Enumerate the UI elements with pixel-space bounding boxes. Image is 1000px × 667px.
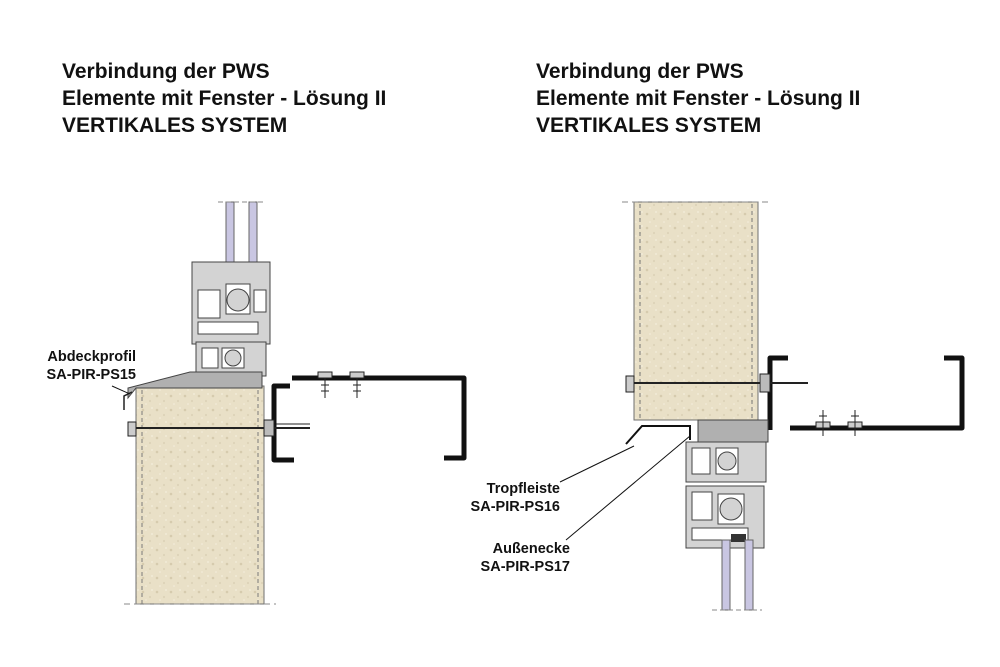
right-outer-corner	[697, 419, 769, 443]
label-abdeckprofil-name: Abdeckprofil	[47, 349, 136, 365]
left-detail	[111, 201, 467, 605]
label-aussenecke-name: Außenecke	[492, 541, 570, 557]
label-tropfleiste-code: SA-PIR-PS16	[470, 499, 560, 515]
title-right-line-3: VERTIKALES SYSTEM	[536, 114, 762, 137]
title-right: Verbindung der PWS Elemente mit Fenster …	[536, 58, 860, 139]
left-steel-c-profile	[271, 375, 467, 463]
right-drip-edge	[625, 425, 691, 445]
right-screw-2	[847, 410, 863, 436]
right-steel-c-profile	[767, 355, 965, 431]
label-aussenecke: Außenecke SA-PIR-PS17	[481, 540, 570, 576]
left-leader-abdeckprofil	[111, 385, 131, 395]
title-right-line-2: Elemente mit Fenster - Lösung II	[536, 87, 861, 110]
label-aussenecke-code: SA-PIR-PS17	[480, 559, 570, 575]
label-abdeckprofil: Abdeckprofil SA-PIR-PS15	[47, 348, 136, 384]
title-left-line-2: Elemente mit Fenster - Lösung II	[62, 87, 387, 110]
right-detail	[559, 201, 965, 611]
left-screw-2	[349, 371, 365, 398]
right-sandwich-panel	[622, 201, 772, 421]
right-screw-1	[815, 410, 831, 436]
right-glass-pane	[712, 534, 762, 611]
label-tropfleiste: Tropfleiste SA-PIR-PS16	[471, 480, 560, 516]
right-leader-aussenecke	[565, 435, 691, 541]
right-window-frame	[685, 441, 767, 549]
title-right-line-1: Verbindung der PWS	[536, 60, 744, 83]
left-anchor-bolt	[127, 419, 310, 437]
label-abdeckprofil-code: SA-PIR-PS15	[46, 367, 136, 383]
left-screw-1	[317, 371, 333, 398]
title-left-line-1: Verbindung der PWS	[62, 60, 270, 83]
left-sandwich-panel	[124, 385, 276, 605]
right-leader-tropfleiste	[559, 445, 635, 483]
left-window-frame	[191, 261, 271, 377]
right-anchor-bolt	[625, 373, 808, 393]
label-tropfleiste-name: Tropfleiste	[486, 481, 560, 497]
title-left-line-3: VERTIKALES SYSTEM	[62, 114, 288, 137]
title-left: Verbindung der PWS Elemente mit Fenster …	[62, 58, 386, 139]
